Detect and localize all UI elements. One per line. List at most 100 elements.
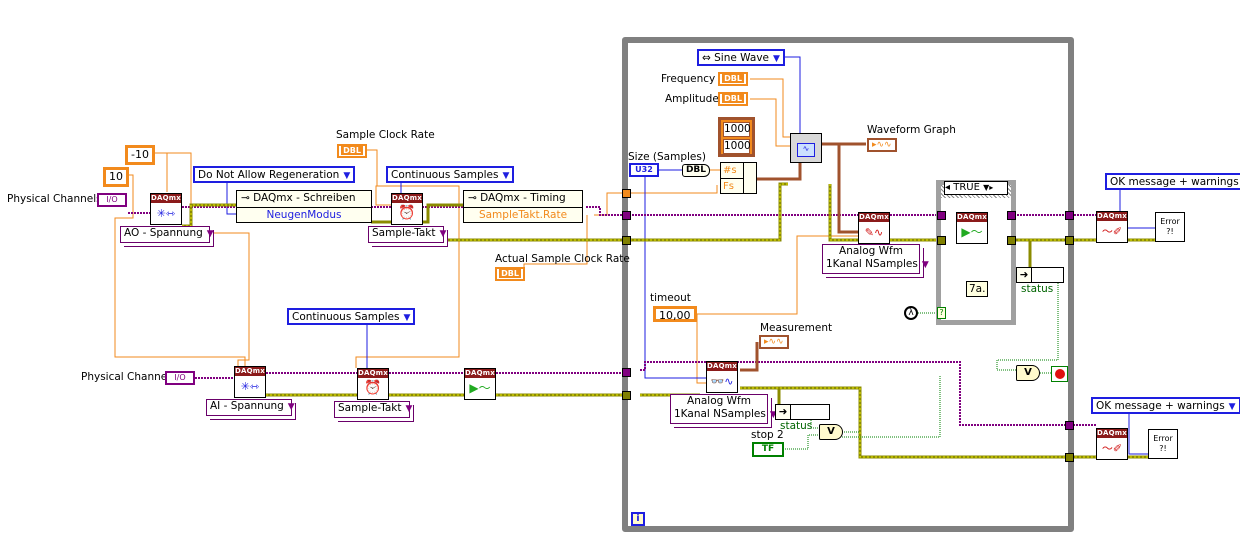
unbundle-arrow-icon: ➜ [1017,268,1032,282]
case-prev-arrow[interactable]: ◂ [945,182,951,193]
tunnel-ao-error [622,236,631,245]
bundle-by-name[interactable]: #s Fs [720,162,757,194]
daqmx-create-channel-ao[interactable]: DAQmx ✳⇿ [150,193,182,225]
ai-status-unbundle: ➜status [775,404,830,432]
dropdown-arrow-icon: ▼ [921,260,929,270]
frequency-control[interactable]: DBL [718,72,748,86]
bundle-field-fs: Fs [721,179,744,194]
waveform-type-ring[interactable]: ⇔ Sine Wave▼ [697,49,785,66]
ai-timing-type-value: Sample-Takt [338,402,402,414]
loop-condition-terminal[interactable] [1051,366,1068,382]
daqmx-banner: DAQmx [1097,429,1127,438]
simple-error-handler-ao[interactable]: Error ?! [1155,212,1185,242]
stop-2-control[interactable]: TF [752,442,784,457]
daqmx-banner: DAQmx [859,213,889,222]
error-bubble-icon: Error ?! [1153,434,1173,453]
physical-channel-label: Physical Channel [81,371,171,383]
physical-channel-control[interactable]: I/O [165,371,195,385]
ao-timing-type-value: Sample-Takt [372,227,436,239]
basic-function-generator[interactable]: ∿ [790,133,822,163]
to-double-conversion[interactable]: DBL [682,164,710,177]
daqmx-timing-property-node[interactable]: ⊸ DAQmx - Timing SampleTakt.Rate [463,190,583,223]
tunnel-out-ai-task [1065,421,1074,430]
daqmx-write-ao[interactable]: DAQmx ✎∿ [858,212,890,244]
case-tunnel-error-out [1007,236,1016,245]
stop-sign-icon [1054,369,1065,379]
timeout-constant[interactable]: 10,00 [653,306,697,322]
ai-channel-type-ring[interactable]: AI - Spannung▼ [206,399,295,416]
measurement-indicator: ▸∿∿ [759,335,789,349]
write-property-row[interactable]: NeugenModus [266,209,342,221]
daqmx-banner: DAQmx [151,194,181,203]
daqmx-timing-ai[interactable]: DAQmx ⏰ [357,368,389,400]
unbundle-arrow-icon: ➜ [776,405,791,419]
ai-read-type-ring[interactable]: Analog Wfm 1Kanal NSamples▼ [670,394,777,424]
amplitude-label: Amplitude [665,93,719,105]
ai-timing-type-ring[interactable]: Sample-Takt▼ [334,401,413,418]
max-value-constant[interactable]: 10 [103,167,129,187]
error-dialog-value-top: OK message + warnings [1110,176,1239,188]
amplitude-control[interactable]: DBL [718,92,748,106]
cluster-element-2[interactable]: 1000 [723,139,751,154]
error-dialog-ring-top[interactable]: OK message + warnings▼ [1105,173,1240,190]
physical-channels-control[interactable]: I/O [97,193,127,207]
case-selector[interactable]: ◂ TRUE ▼▸ [944,181,1008,195]
sample-clock-rate-control[interactable]: DBL [337,144,367,158]
cluster-element-1[interactable]: 1000 [723,122,751,137]
simple-error-handler-ai[interactable]: Error ?! [1148,429,1178,459]
dropdown-arrow-icon: ▼ [405,404,413,414]
dropdown-arrow-icon: ▼ [769,410,777,420]
daqmx-write-property-node[interactable]: ⊸ DAQmx - Schreiben NeugenModus [236,190,372,223]
daqmx-read-ai[interactable]: DAQmx 👓∿ [706,361,738,393]
daqmx-timing-ao[interactable]: DAQmx ⏰ [391,193,423,225]
size-samples-label: Size (Samples) [628,151,706,163]
daqmx-banner: DAQmx [1097,212,1127,221]
daqmx-create-channel-ai[interactable]: DAQmx ✳⇿ [234,366,266,398]
daqmx-start-task-ao[interactable]: DAQmx ▶〜 [956,212,988,244]
physical-channels-label: Physical Channels [7,193,102,205]
timeout-label: timeout [650,292,691,304]
ao-channel-type-ring[interactable]: AO - Spannung▼ [120,226,214,243]
or-gate-stop[interactable]: V [1016,365,1040,381]
wire-actual-rate [523,215,588,274]
or-gate-ai[interactable]: V [819,424,843,440]
ai-sample-mode-ring[interactable]: Continuous Samples▼ [287,308,416,325]
ai-sample-mode-value: Continuous Samples [292,311,400,323]
read-glasses-icon: 👓∿ [710,375,734,388]
case-selector-value: TRUE [953,182,980,193]
dropdown-arrow-icon: ▼ [206,229,214,239]
daqmx-clear-task-ao[interactable]: DAQmx 〜✐ [1096,211,1128,243]
regeneration-ring[interactable]: Do Not Allow Regeneration▼ [193,166,356,183]
min-value-constant[interactable]: -10 [125,145,155,165]
timing-property-header: ⊸ DAQmx - Timing [464,191,582,208]
daqmx-clear-task-ai[interactable]: DAQmx 〜✐ [1096,428,1128,460]
actual-sample-clock-rate-label: Actual Sample Clock Rate [495,253,630,265]
wire-amp [750,98,790,147]
timing-property-row[interactable]: SampleTakt.Rate [478,209,568,221]
daqmx-start-task-ai[interactable]: DAQmx ▶〜 [464,368,496,400]
case-tunnel-error-in [937,236,946,245]
case-tunnel-task-in [937,211,946,220]
size-samples-control[interactable]: U32 [629,163,659,177]
ao-sample-mode-value: Continuous Samples [391,169,499,181]
ao-timing-type-ring[interactable]: Sample-Takt▼ [368,226,447,243]
clock-icon: ⏰ [398,205,416,221]
iteration-terminal: i [631,512,645,526]
ao-sample-mode-ring[interactable]: Continuous Samples▼ [386,166,515,183]
tunnel-ai-error [622,391,631,400]
case-next-arrow[interactable]: ▼▸ [983,183,994,192]
sampling-cluster-constant[interactable]: 1000 1000 [718,117,755,157]
error-dialog-ring-bottom[interactable]: OK message + warnings▼ [1091,397,1240,414]
regeneration-value: Do Not Allow Regeneration [198,169,340,181]
daqmx-banner: DAQmx [358,369,388,378]
daqmx-banner: DAQmx [392,194,422,203]
case-selector-terminal: ? [937,307,946,319]
ao-status-unbundle: ➜status [1016,267,1064,295]
write-pencil-icon: ✎∿ [864,226,884,239]
clear-eraser-icon: 〜✐ [1101,442,1123,455]
ai-read-type-line1: Analog Wfm [687,395,751,407]
error-bubble-icon: Error ?! [1160,217,1180,236]
ao-write-type-ring[interactable]: Analog Wfm 1Kanal NSamples▼ [822,244,929,274]
dropdown-arrow-icon: ▼ [439,229,447,239]
waveform-graph-indicator: ▸∿∿ [867,138,897,152]
